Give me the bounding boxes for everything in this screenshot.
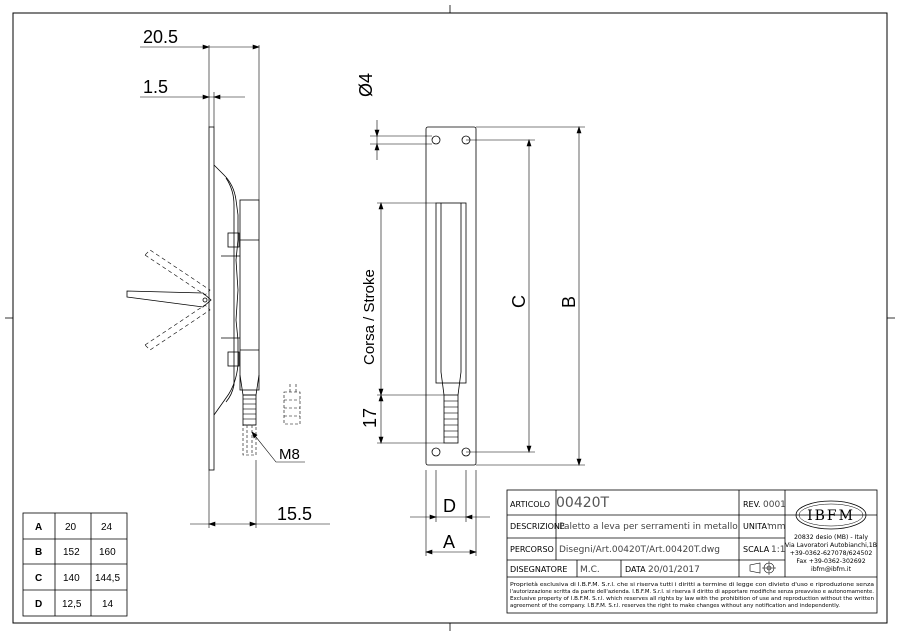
rev-label: REV. <box>743 500 761 509</box>
size-row-v2: 14 <box>102 599 114 610</box>
disegnatore-value: M.C. <box>580 565 600 575</box>
side-view <box>126 126 301 471</box>
company-address-line: ibfm@ibfm.it <box>811 565 852 573</box>
dim-bottom-width: 15.5 <box>277 504 312 524</box>
size-row-label: A <box>35 522 42 533</box>
percorso-label: PERCORSO <box>510 545 554 554</box>
data-value: 20/01/2017 <box>648 565 700 575</box>
company-address-line: +39-0362-627078/624502 <box>790 550 873 557</box>
unita-label: UNITA' <box>743 522 769 531</box>
articolo-label: ARTICOLO <box>510 500 550 509</box>
descrizione-label: DESCRIZIONE <box>510 522 565 531</box>
articolo-value: 00420T <box>556 495 610 511</box>
dim-stroke-17: 17 <box>360 408 380 428</box>
disegnatore-label: DISEGNATORE <box>510 565 567 574</box>
front-view <box>425 126 477 466</box>
size-row-v2: 24 <box>101 522 113 533</box>
scala-value: 1:1 <box>771 545 785 555</box>
data-label: DATA <box>625 565 646 574</box>
size-row-label: D <box>35 599 42 610</box>
dim-plate-thickness: 1.5 <box>143 77 168 97</box>
size-table-row: B 152 160 <box>35 547 116 558</box>
company-address-line: Fax +39-0362-302692 <box>796 558 865 565</box>
title-block <box>506 489 878 614</box>
size-row-v2: 144,5 <box>95 573 120 584</box>
dim-thread: M8 <box>279 446 300 463</box>
size-row-v1: 152 <box>63 547 80 558</box>
rev-value: 0001 <box>763 500 786 510</box>
size-table <box>22 512 128 617</box>
size-row-v1: 20 <box>65 522 77 533</box>
front-view-dimensions <box>370 120 585 556</box>
legal-notice-line: Exclusive property of I.B.F.M. S.r.l. wh… <box>510 596 874 602</box>
company-address-line: 20832 desio (MB) - Italy <box>794 534 868 541</box>
unita-value: mm <box>768 522 786 532</box>
company-logo: IBFM <box>807 508 855 524</box>
size-table-row: A 20 24 <box>35 522 113 533</box>
size-row-v1: 140 <box>63 573 80 584</box>
scala-label: SCALA <box>743 545 770 554</box>
side-view-dimensions <box>140 44 330 528</box>
dim-stroke-label: Corsa / Stroke <box>361 269 378 365</box>
dim-hole-diameter: Ø4 <box>356 73 376 97</box>
dim-c: C <box>509 295 529 308</box>
size-row-label: B <box>35 547 42 558</box>
dim-top-width: 20.5 <box>143 27 178 47</box>
size-table-row: D 12,5 14 <box>35 599 114 610</box>
percorso-value: Disegni/Art.00420T/Art.00420T.dwg <box>559 545 720 555</box>
company-address-line: Via Lavoratori Autobianchi,1B <box>785 542 877 549</box>
descrizione-value: Paletto a leva per serramenti in metallo <box>559 522 738 532</box>
size-row-label: C <box>35 573 42 584</box>
dim-a: A <box>443 532 455 552</box>
size-table-row: C 140 144,5 <box>35 573 120 584</box>
legal-notice-line: agreement of the company. I.B.F.M. S.r.l… <box>510 603 840 609</box>
frame-center-marks <box>5 5 895 631</box>
legal-notice-line: l'autorizzazione scritta da parte dell'a… <box>510 589 874 595</box>
dim-b: B <box>559 296 579 308</box>
legal-notice-line: Proprietà esclusiva di I.B.F.M. S.r.l. c… <box>510 581 874 588</box>
size-row-v1: 12,5 <box>62 599 82 610</box>
dim-d: D <box>443 496 456 516</box>
size-row-v2: 160 <box>99 547 116 558</box>
